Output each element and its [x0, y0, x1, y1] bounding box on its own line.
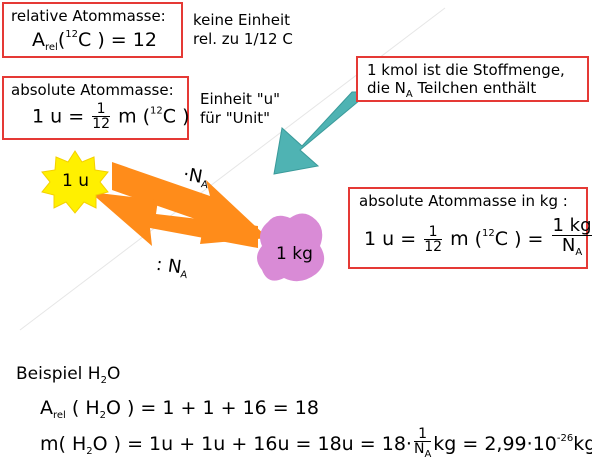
label-times-na: ·NA [181, 163, 209, 192]
box-kg-title: absolute Atommasse in kg : [359, 192, 568, 210]
note-einheit-u: Einheit "u" für "Unit" [200, 90, 281, 127]
teal-arrow [273, 91, 379, 175]
sun-label: 1 u [62, 171, 89, 191]
box-kmol: 1 kmol ist die Stoffmenge, die NA Teilch… [356, 56, 589, 102]
box-relative-atommasse: relative Atommasse: Arel(12C ) = 12 [2, 2, 183, 58]
label-div-na: : NA [154, 253, 188, 282]
formula-arel-c12: Arel(12C ) = 12 [32, 29, 157, 53]
box-abs-title: absolute Atommasse: [11, 81, 174, 99]
example-line-arel: Arel ( H2O ) = 1 + 1 + 16 = 18 [40, 397, 319, 421]
note-keine-einheit: keine Einheit rel. zu 1/12 C [193, 11, 293, 48]
sun-shape [41, 150, 109, 214]
box-rel-title: relative Atommasse: [11, 7, 166, 25]
blob-shape [257, 213, 325, 282]
blob-label: 1 kg [276, 244, 313, 264]
example-heading: Beispiel H2O [16, 364, 121, 386]
arrow-kg-to-u [90, 192, 258, 248]
kmol-text: 1 kmol ist die Stoffmenge, die NA Teilch… [367, 61, 565, 100]
